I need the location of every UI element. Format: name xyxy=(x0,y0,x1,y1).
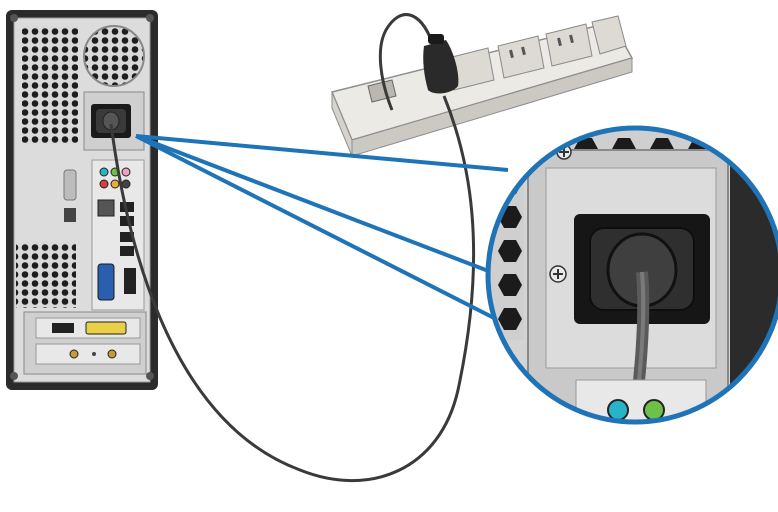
power-strip xyxy=(330,15,634,157)
callout-lines xyxy=(135,134,513,322)
screw-icon xyxy=(549,265,567,283)
vent-grille-bottom xyxy=(16,242,76,308)
expansion-slots xyxy=(23,311,147,375)
power-plug xyxy=(423,34,459,94)
usb-port xyxy=(120,232,134,242)
usb-port xyxy=(120,246,134,256)
pc-tower xyxy=(6,10,158,390)
outlet xyxy=(497,35,545,79)
vent-grille-top xyxy=(22,26,78,144)
fan-grille xyxy=(83,25,145,87)
power-cable xyxy=(378,13,434,111)
outlet xyxy=(591,15,627,55)
power-inlet-socket xyxy=(91,104,131,138)
hdmi-port xyxy=(124,268,136,294)
zoom-callout xyxy=(485,125,778,425)
power-inlet-socket xyxy=(574,214,710,324)
power-cable xyxy=(109,95,476,483)
outlet xyxy=(545,23,593,67)
usb-port xyxy=(120,216,134,226)
usb-port xyxy=(120,202,134,212)
vga-port xyxy=(97,263,115,301)
ethernet-port xyxy=(97,199,115,217)
